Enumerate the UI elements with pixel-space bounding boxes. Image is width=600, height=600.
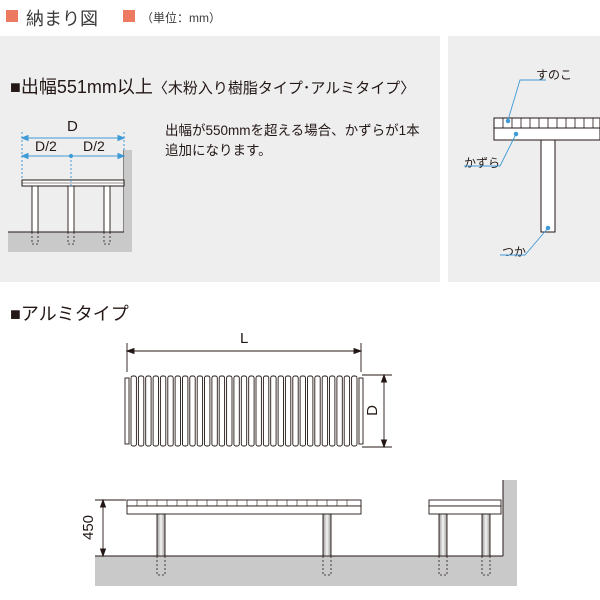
wall: [124, 150, 132, 232]
slat: [240, 375, 248, 447]
slat: [196, 375, 204, 447]
slat: [226, 375, 233, 447]
label-tsuka: つか: [502, 245, 527, 259]
slat: [329, 375, 336, 447]
section1-heading-sub: 〈木粉入り樹脂タイプ･アルミタイプ〉: [152, 80, 416, 97]
leg: [438, 513, 448, 557]
slat: [152, 375, 159, 447]
label-kazura: かずら: [464, 156, 501, 170]
section2-heading: ■アルミタイプ: [10, 304, 129, 324]
section1-note-line1: 出幅が550mmを超える場合、かずらが1本: [165, 123, 420, 138]
section1-deck-view: [8, 132, 132, 252]
post: [103, 185, 111, 233]
dim-d-label: D: [67, 118, 78, 135]
slat: [130, 375, 137, 447]
slat: [167, 375, 174, 447]
dim-half-right-label: D/2: [83, 138, 105, 154]
leg: [156, 513, 166, 557]
section1-note-line2: 追加になります。: [165, 143, 272, 158]
slat: [336, 375, 343, 447]
detail-panel: [448, 36, 600, 282]
slat: [321, 375, 329, 447]
slat: [233, 375, 240, 447]
page-title: 納まり図: [26, 9, 98, 29]
slat: [292, 375, 299, 447]
leg: [322, 513, 332, 557]
slat: [174, 375, 181, 447]
wall: [503, 480, 517, 586]
slat: [343, 375, 351, 447]
section1-heading: ■出幅551mm以上〈木粉入り樹脂タイプ･アルミタイプ〉: [10, 73, 415, 99]
slat: [182, 375, 189, 447]
slat: [351, 375, 358, 447]
label-sunoko: すのこ: [536, 68, 573, 82]
unit-label: （単位：mm）: [141, 11, 221, 25]
title-marker-left: [6, 10, 18, 22]
slat: [307, 375, 314, 447]
ground: [8, 232, 132, 252]
detail-drawing: [464, 79, 600, 256]
slat: [284, 375, 292, 447]
section1-heading-main: ■出幅551mm以上: [10, 77, 153, 97]
dim-half-left-label: D/2: [35, 138, 57, 154]
dim-l-label: L: [240, 330, 249, 347]
slat: [137, 375, 145, 447]
slat: [299, 375, 306, 447]
post: [31, 185, 39, 233]
slat: [204, 375, 211, 447]
slat: [314, 375, 321, 447]
post: [67, 185, 75, 233]
section2-elevation: [95, 480, 517, 586]
slat: [277, 375, 284, 447]
slat: [262, 375, 270, 447]
slat: [255, 375, 262, 447]
slat: [145, 375, 152, 447]
leg: [481, 513, 491, 557]
slat: [189, 375, 196, 447]
slat: [248, 375, 255, 447]
slat: [218, 375, 226, 447]
slat: [270, 375, 277, 447]
ground: [95, 556, 515, 586]
section2-plan-view: [124, 343, 392, 449]
slat: [159, 375, 167, 447]
title-marker-right: [123, 10, 135, 22]
slat: [211, 375, 218, 447]
